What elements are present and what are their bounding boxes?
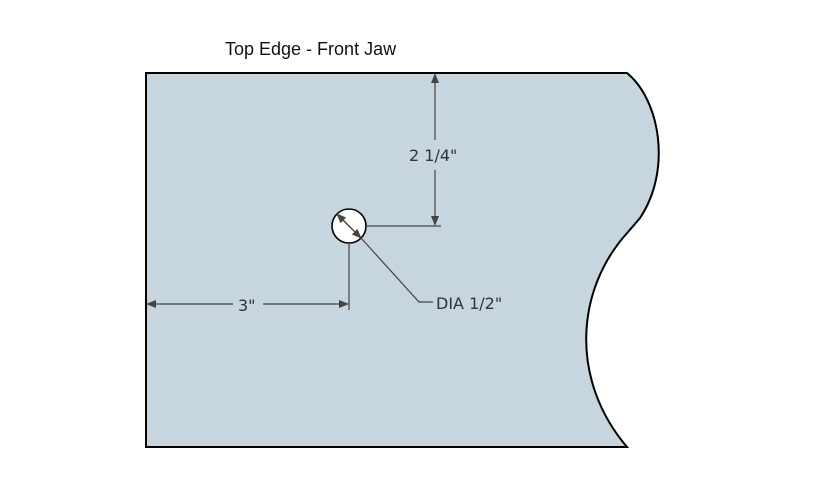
- jaw-plate-outline: [145, 72, 660, 448]
- horizontal-dimension-label: 3": [238, 296, 256, 315]
- vertical-dimension-label: 2 1/4": [409, 146, 457, 165]
- diameter-leader-line: [360, 237, 433, 303]
- hole-diameter-arrow: [336, 213, 362, 239]
- drawing-title: Top Edge - Front Jaw: [225, 39, 397, 59]
- diameter-label: DIA 1/2": [436, 294, 502, 313]
